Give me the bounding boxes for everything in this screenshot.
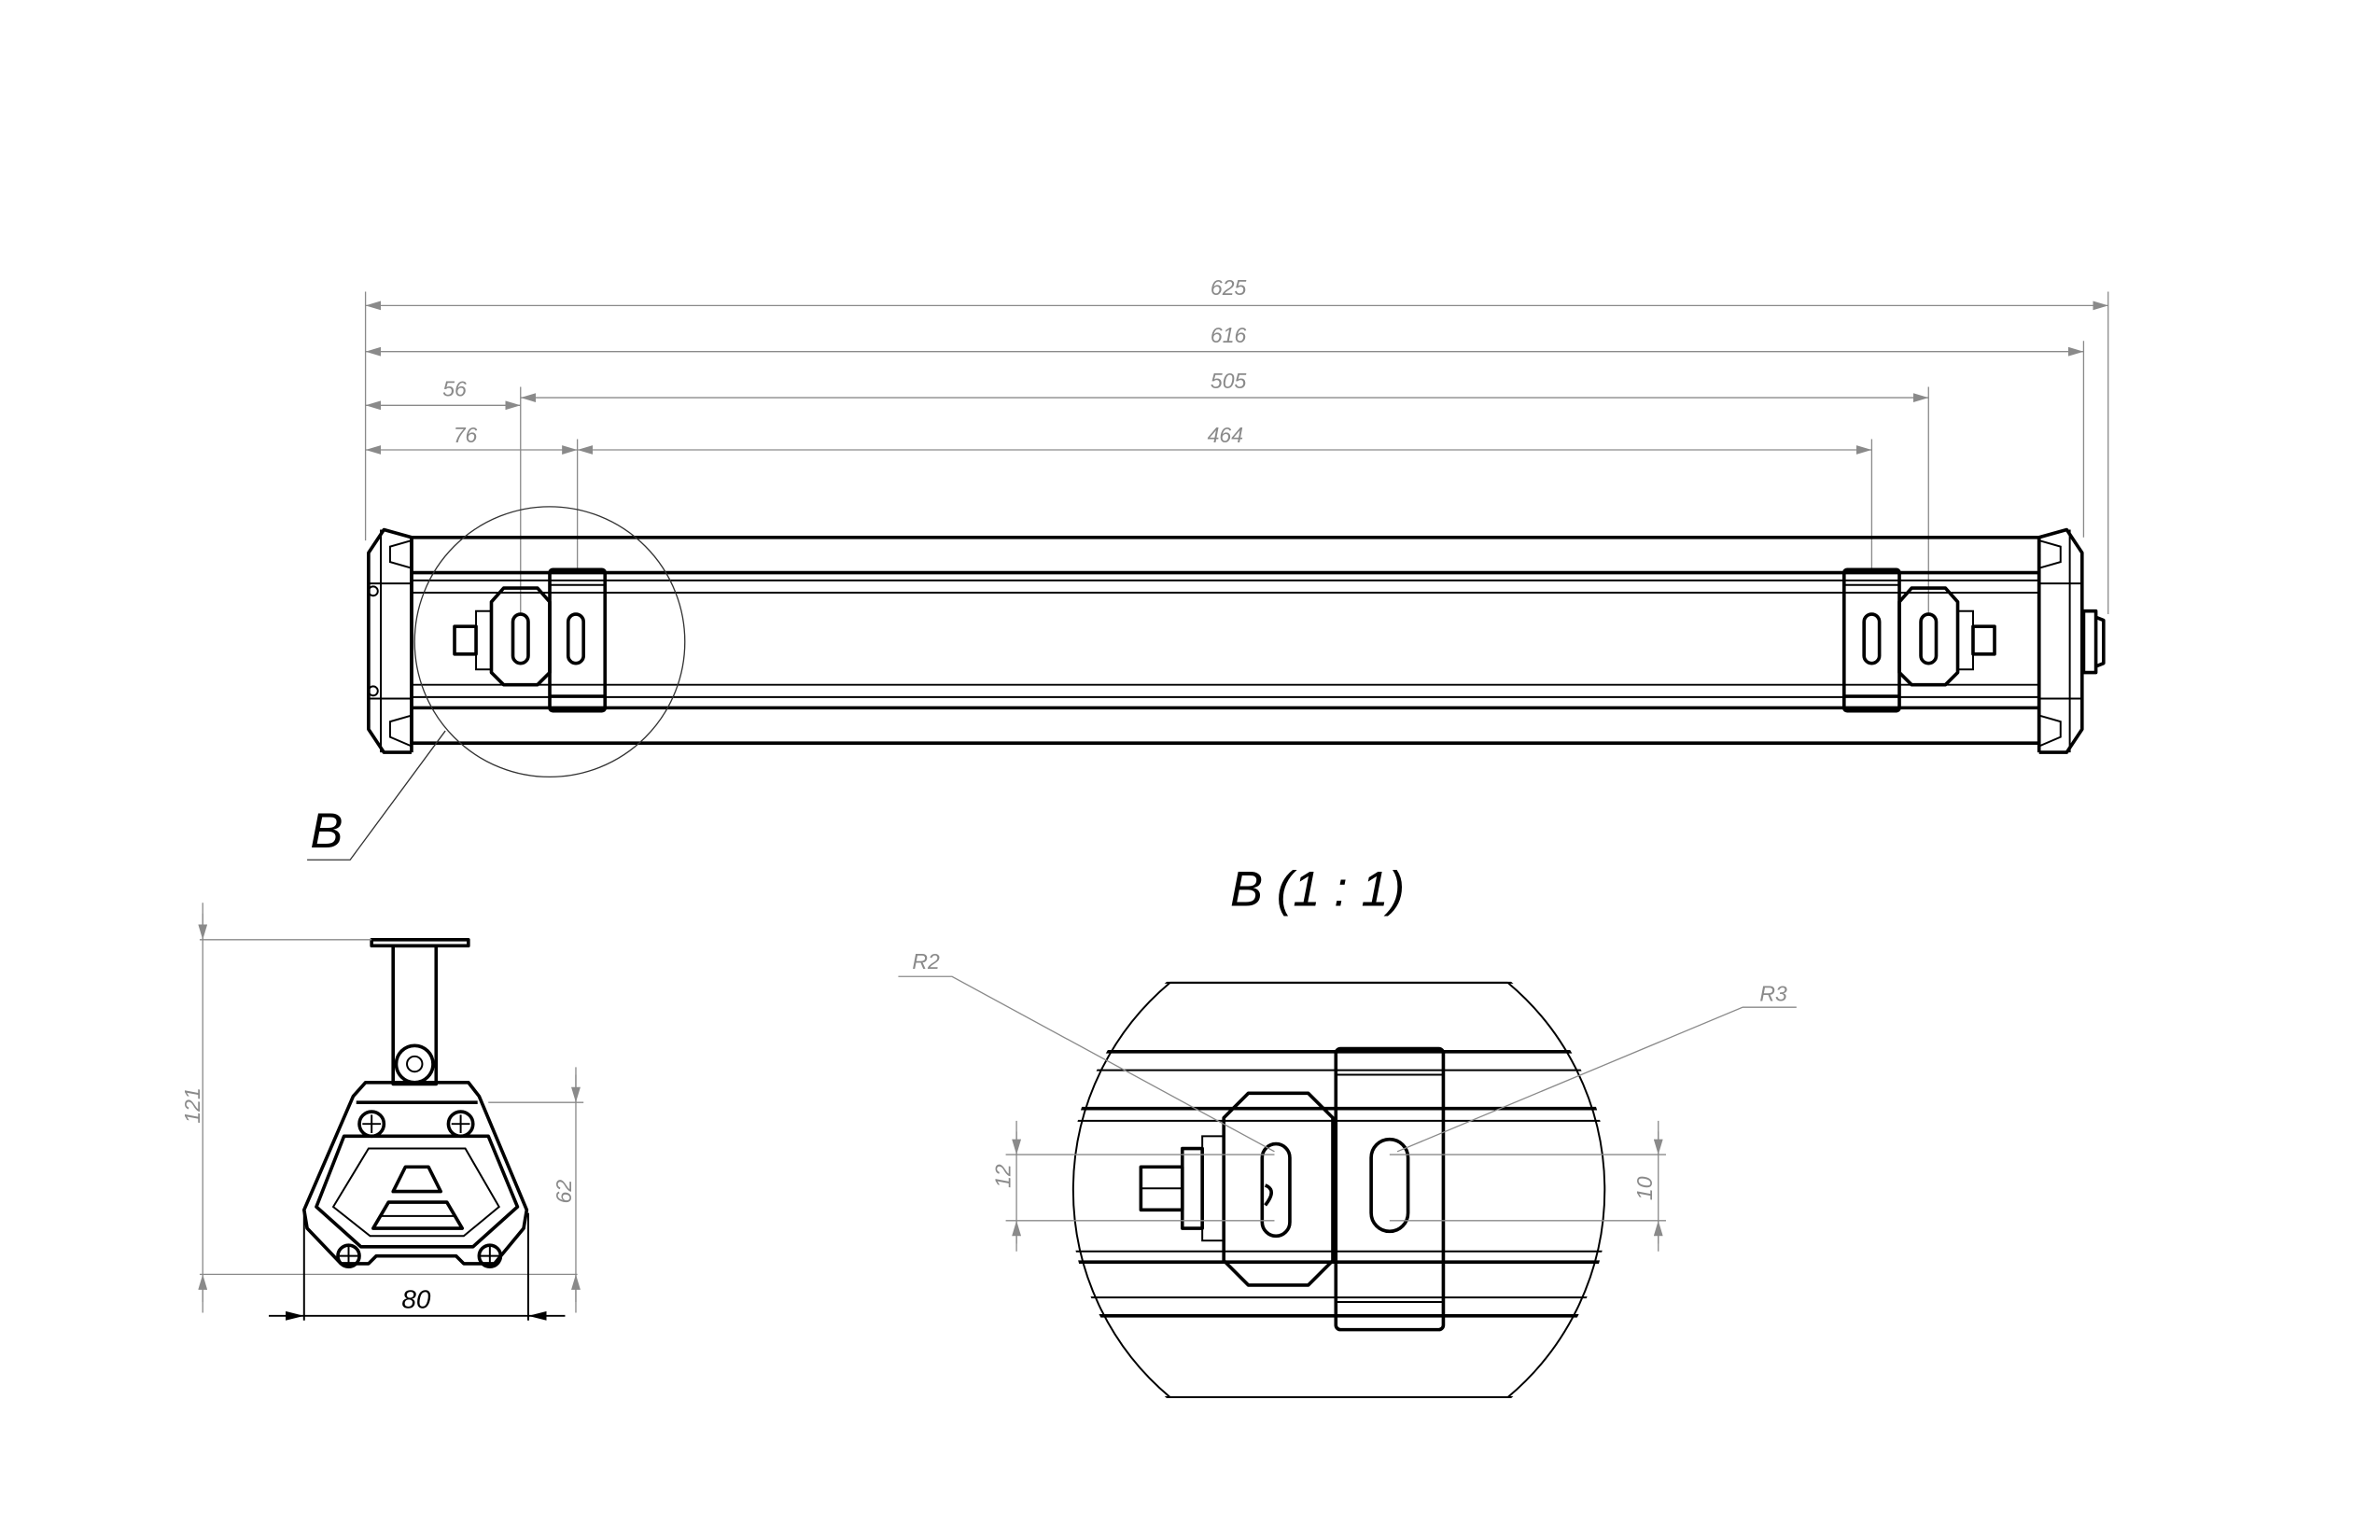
screw-icon: [357, 1110, 386, 1139]
dimension-12: 12: [991, 1120, 1275, 1252]
screw-icon: [477, 1243, 503, 1268]
dimension-505: 505: [520, 369, 1929, 403]
dimension-label: 505: [1211, 369, 1247, 393]
dimension-121: 121: [180, 903, 578, 1313]
dimension-label: 62: [552, 1180, 576, 1204]
dimension-label: 464: [1208, 423, 1243, 447]
dimension-label: 76: [454, 423, 478, 447]
dimension-625: 625: [365, 275, 2108, 311]
dimension-label: 121: [180, 1087, 204, 1123]
detail-view-b: B (1 : 1): [898, 862, 1797, 1398]
end-view: 121 62 80: [180, 903, 584, 1321]
luminaire-body: [410, 535, 2041, 746]
dimension-r3: R3: [1396, 982, 1797, 1153]
dimension-label: R3: [1759, 982, 1787, 1006]
end-cap-right: [2037, 527, 2106, 754]
dimension-80: 80: [268, 1212, 566, 1321]
detail-outline: [1071, 981, 1606, 1398]
main-view: 625 616 56 505 76 464: [307, 275, 2109, 861]
mount-bracket-left: [453, 567, 608, 713]
dimension-464: 464: [577, 423, 1872, 455]
mounting-arm: [370, 937, 470, 1086]
dimension-10: 10: [1389, 1120, 1666, 1252]
screw-icon: [446, 1110, 475, 1139]
dimension-label: 80: [401, 1285, 431, 1314]
detail-view-title: B (1 : 1): [1230, 862, 1405, 917]
dimension-label: R2: [912, 949, 940, 973]
mount-bracket-right: [1841, 567, 1996, 713]
dimension-label: 10: [1632, 1176, 1657, 1200]
dimension-label: 56: [442, 376, 467, 400]
detail-callout-b: B: [307, 506, 686, 861]
end-cap-left: [367, 527, 413, 754]
extension-lines: [364, 291, 2109, 615]
detail-callout-label: B: [310, 804, 343, 859]
dimension-56: 56: [365, 376, 521, 411]
dimension-label: 625: [1211, 275, 1247, 300]
dimension-62: 62: [488, 1067, 584, 1313]
dimension-label: 616: [1211, 323, 1247, 347]
dimension-616: 616: [365, 323, 2084, 357]
housing-profile: [301, 1080, 529, 1268]
dimension-76: 76: [365, 423, 578, 455]
screw-icon: [336, 1243, 361, 1268]
detail-bracket: [1139, 1046, 1446, 1332]
dimension-r2: R2: [898, 949, 1275, 1153]
dimension-label: 12: [991, 1164, 1015, 1188]
